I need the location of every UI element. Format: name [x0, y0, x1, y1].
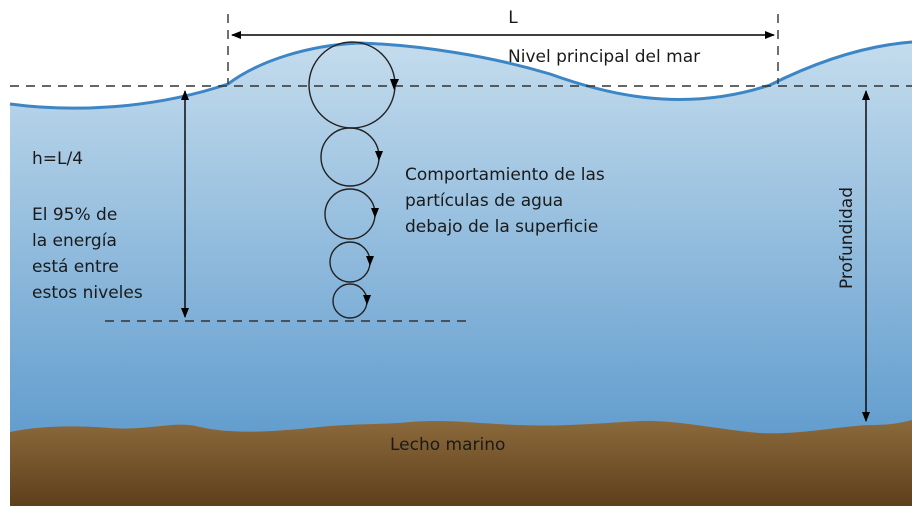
- particle-behavior-line-3: debajo de la superficie: [405, 217, 598, 237]
- orbit-arrowhead-3: [371, 208, 379, 218]
- orbit-arrowhead-1: [390, 79, 399, 90]
- energy-note-line-1: El 95% de: [32, 205, 117, 225]
- orbit-arrowhead-2: [375, 151, 383, 161]
- seabed: [10, 420, 912, 506]
- energy-note-line-3: está entre: [32, 257, 119, 277]
- particle-behavior-line-1: Comportamiento de las: [405, 165, 605, 185]
- wavelength-label: L: [508, 8, 518, 28]
- depth-ratio-label: h=L/4: [32, 149, 83, 169]
- orbit-arrowhead-4: [366, 256, 374, 266]
- particle-behavior-line-2: partículas de agua: [405, 191, 563, 211]
- water-body: [10, 42, 912, 450]
- seabed-label: Lecho marino: [390, 435, 505, 455]
- energy-note: El 95% de la energía está entre estos ni…: [32, 205, 143, 303]
- particle-behavior-label: Comportamiento de las partículas de agua…: [405, 165, 610, 237]
- mean-sea-level-label: Nivel principal del mar: [508, 47, 700, 67]
- orbit-arrowhead-5: [363, 295, 371, 305]
- energy-note-line-4: estos niveles: [32, 283, 143, 303]
- energy-note-line-2: la energía: [32, 231, 117, 251]
- depth-label: Profundidad: [837, 187, 857, 289]
